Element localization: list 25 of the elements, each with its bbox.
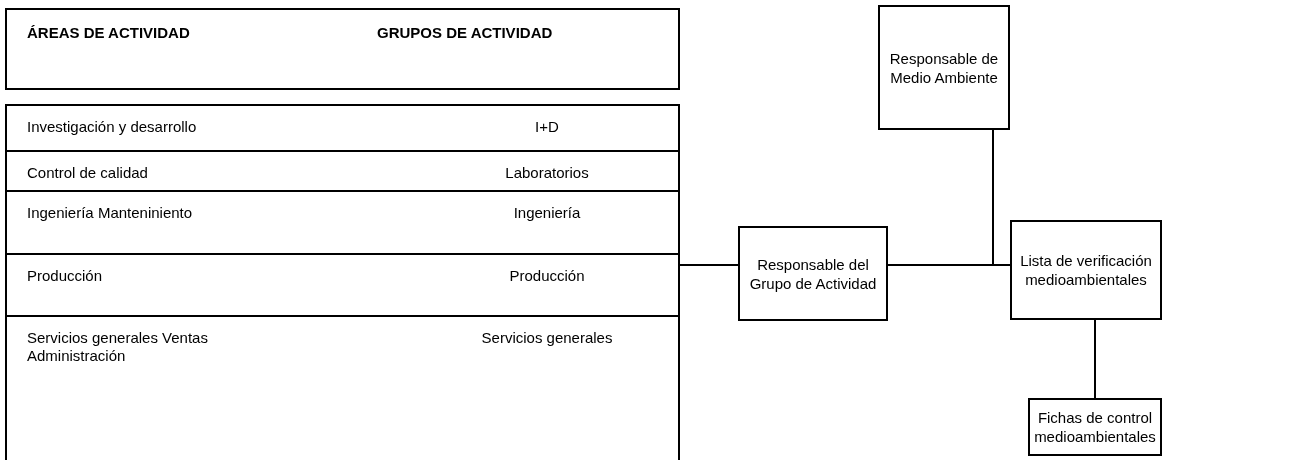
process-box	[878, 5, 1010, 130]
box-label: Lista de verificación medioambientales	[1019, 251, 1153, 289]
area-name: Investigación y desarrollo	[27, 118, 198, 136]
group-name: Ingeniería	[512, 204, 582, 222]
group-name: Servicios generales	[480, 329, 614, 347]
box-label: Responsable de Medio Ambiente	[888, 48, 1000, 87]
box-label: Fichas de control medioambientales	[1033, 408, 1157, 446]
area-name: Servicios generales Ventas Administración	[27, 329, 209, 365]
connector-line	[1094, 319, 1096, 399]
area-name: Producción	[27, 267, 104, 285]
group-name: I+D	[534, 118, 560, 136]
group-name: Laboratorios	[504, 164, 590, 182]
area-name: Ingeniería Manteniniento	[27, 204, 194, 222]
process-box	[738, 226, 888, 321]
process-box	[1010, 220, 1162, 320]
group-name: Producción	[508, 267, 586, 285]
column-header: GRUPOS DE ACTIVIDAD	[377, 24, 554, 42]
area-name: Control de calidad	[27, 164, 149, 182]
header-box	[5, 8, 680, 90]
process-box	[1028, 398, 1162, 456]
connector-line	[679, 264, 739, 266]
box-label: Responsable del Grupo de Actividad	[748, 254, 878, 293]
column-header: ÁREAS DE ACTIVIDAD	[27, 24, 191, 42]
table-box	[5, 104, 680, 460]
connector-line	[887, 264, 1011, 266]
